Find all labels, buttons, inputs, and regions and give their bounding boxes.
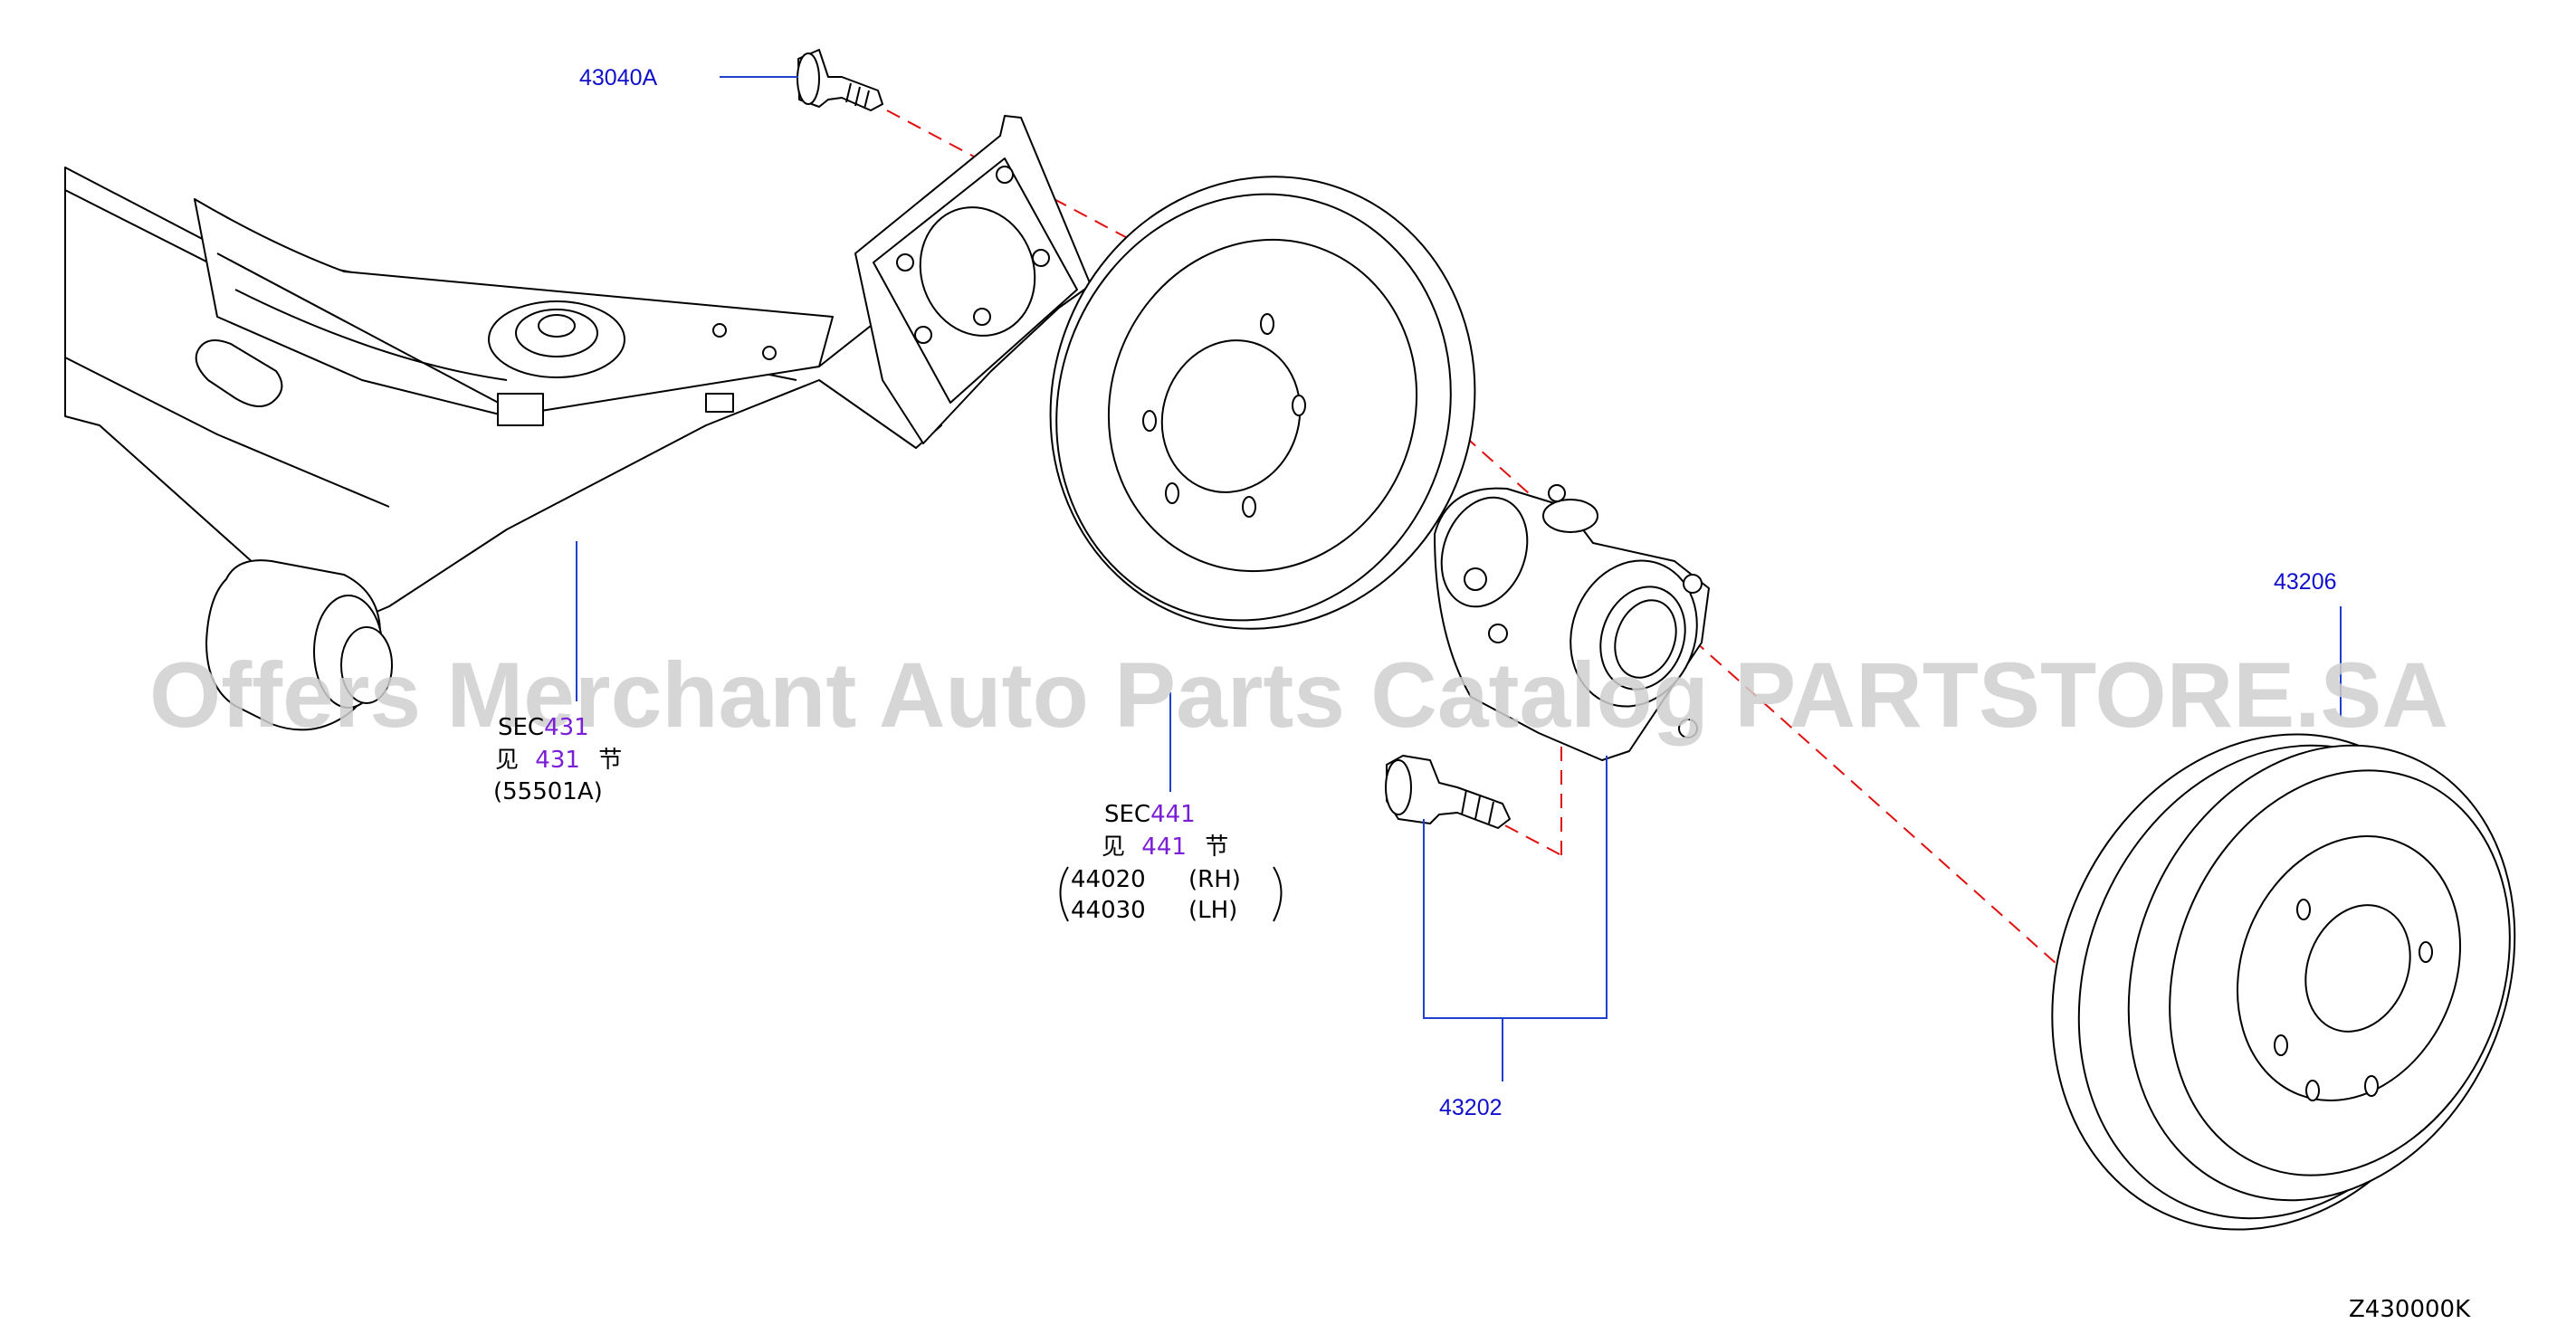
bolt-43040a[interactable] xyxy=(797,49,883,111)
brake-backing-plate[interactable] xyxy=(987,117,1538,689)
sec-prefix: SEC xyxy=(498,714,544,741)
watermark: Offers Merchant Auto Parts Catalog PARTS… xyxy=(149,643,2448,747)
part-number-43202[interactable]: 43202 xyxy=(1439,1095,1503,1120)
see-number-441[interactable]: 441 xyxy=(1141,833,1187,861)
jian-char: 见 xyxy=(1102,833,1125,861)
section-reference-431: SEC431 见 431 节 (55501A) xyxy=(493,714,622,805)
part-ref-55501a: (55501A) xyxy=(493,778,603,805)
diagram-code: Z430000K xyxy=(2349,1296,2471,1323)
svg-text:SEC431: SEC431 xyxy=(498,714,589,741)
section-reference-441: SEC441 见 441 节 44020 (RH) 44030 (LH) xyxy=(1059,801,1283,924)
svg-text:见 441 节: 见 441 节 xyxy=(1102,833,1228,861)
jie-char: 节 xyxy=(598,747,622,774)
see-number-431[interactable]: 431 xyxy=(535,747,580,774)
part-number-43040a[interactable]: 43040A xyxy=(579,65,658,90)
sec-number-431[interactable]: 431 xyxy=(544,714,589,741)
jian-char: 见 xyxy=(495,747,519,774)
part-ref-44020: 44020 xyxy=(1071,866,1146,893)
sec-prefix: SEC xyxy=(1104,801,1150,828)
jie-char: 节 xyxy=(1205,833,1228,861)
part-ref-44030: 44030 xyxy=(1071,897,1146,924)
rear-axle-beam[interactable] xyxy=(64,115,1092,731)
side-rh: (RH) xyxy=(1188,866,1241,893)
leader-lines xyxy=(576,76,2342,1081)
part-number-43206[interactable]: 43206 xyxy=(2274,569,2337,595)
svg-text:见 431 节: 见 431 节 xyxy=(495,747,622,774)
sec-number-441[interactable]: 441 xyxy=(1150,801,1196,828)
svg-text:SEC441: SEC441 xyxy=(1104,801,1196,828)
hub-bolt-43202[interactable] xyxy=(1385,755,1511,829)
wheel-hub-assembly[interactable] xyxy=(1427,484,1717,761)
side-lh: (LH) xyxy=(1188,897,1237,924)
brake-drum-43206[interactable] xyxy=(1980,669,2576,1295)
